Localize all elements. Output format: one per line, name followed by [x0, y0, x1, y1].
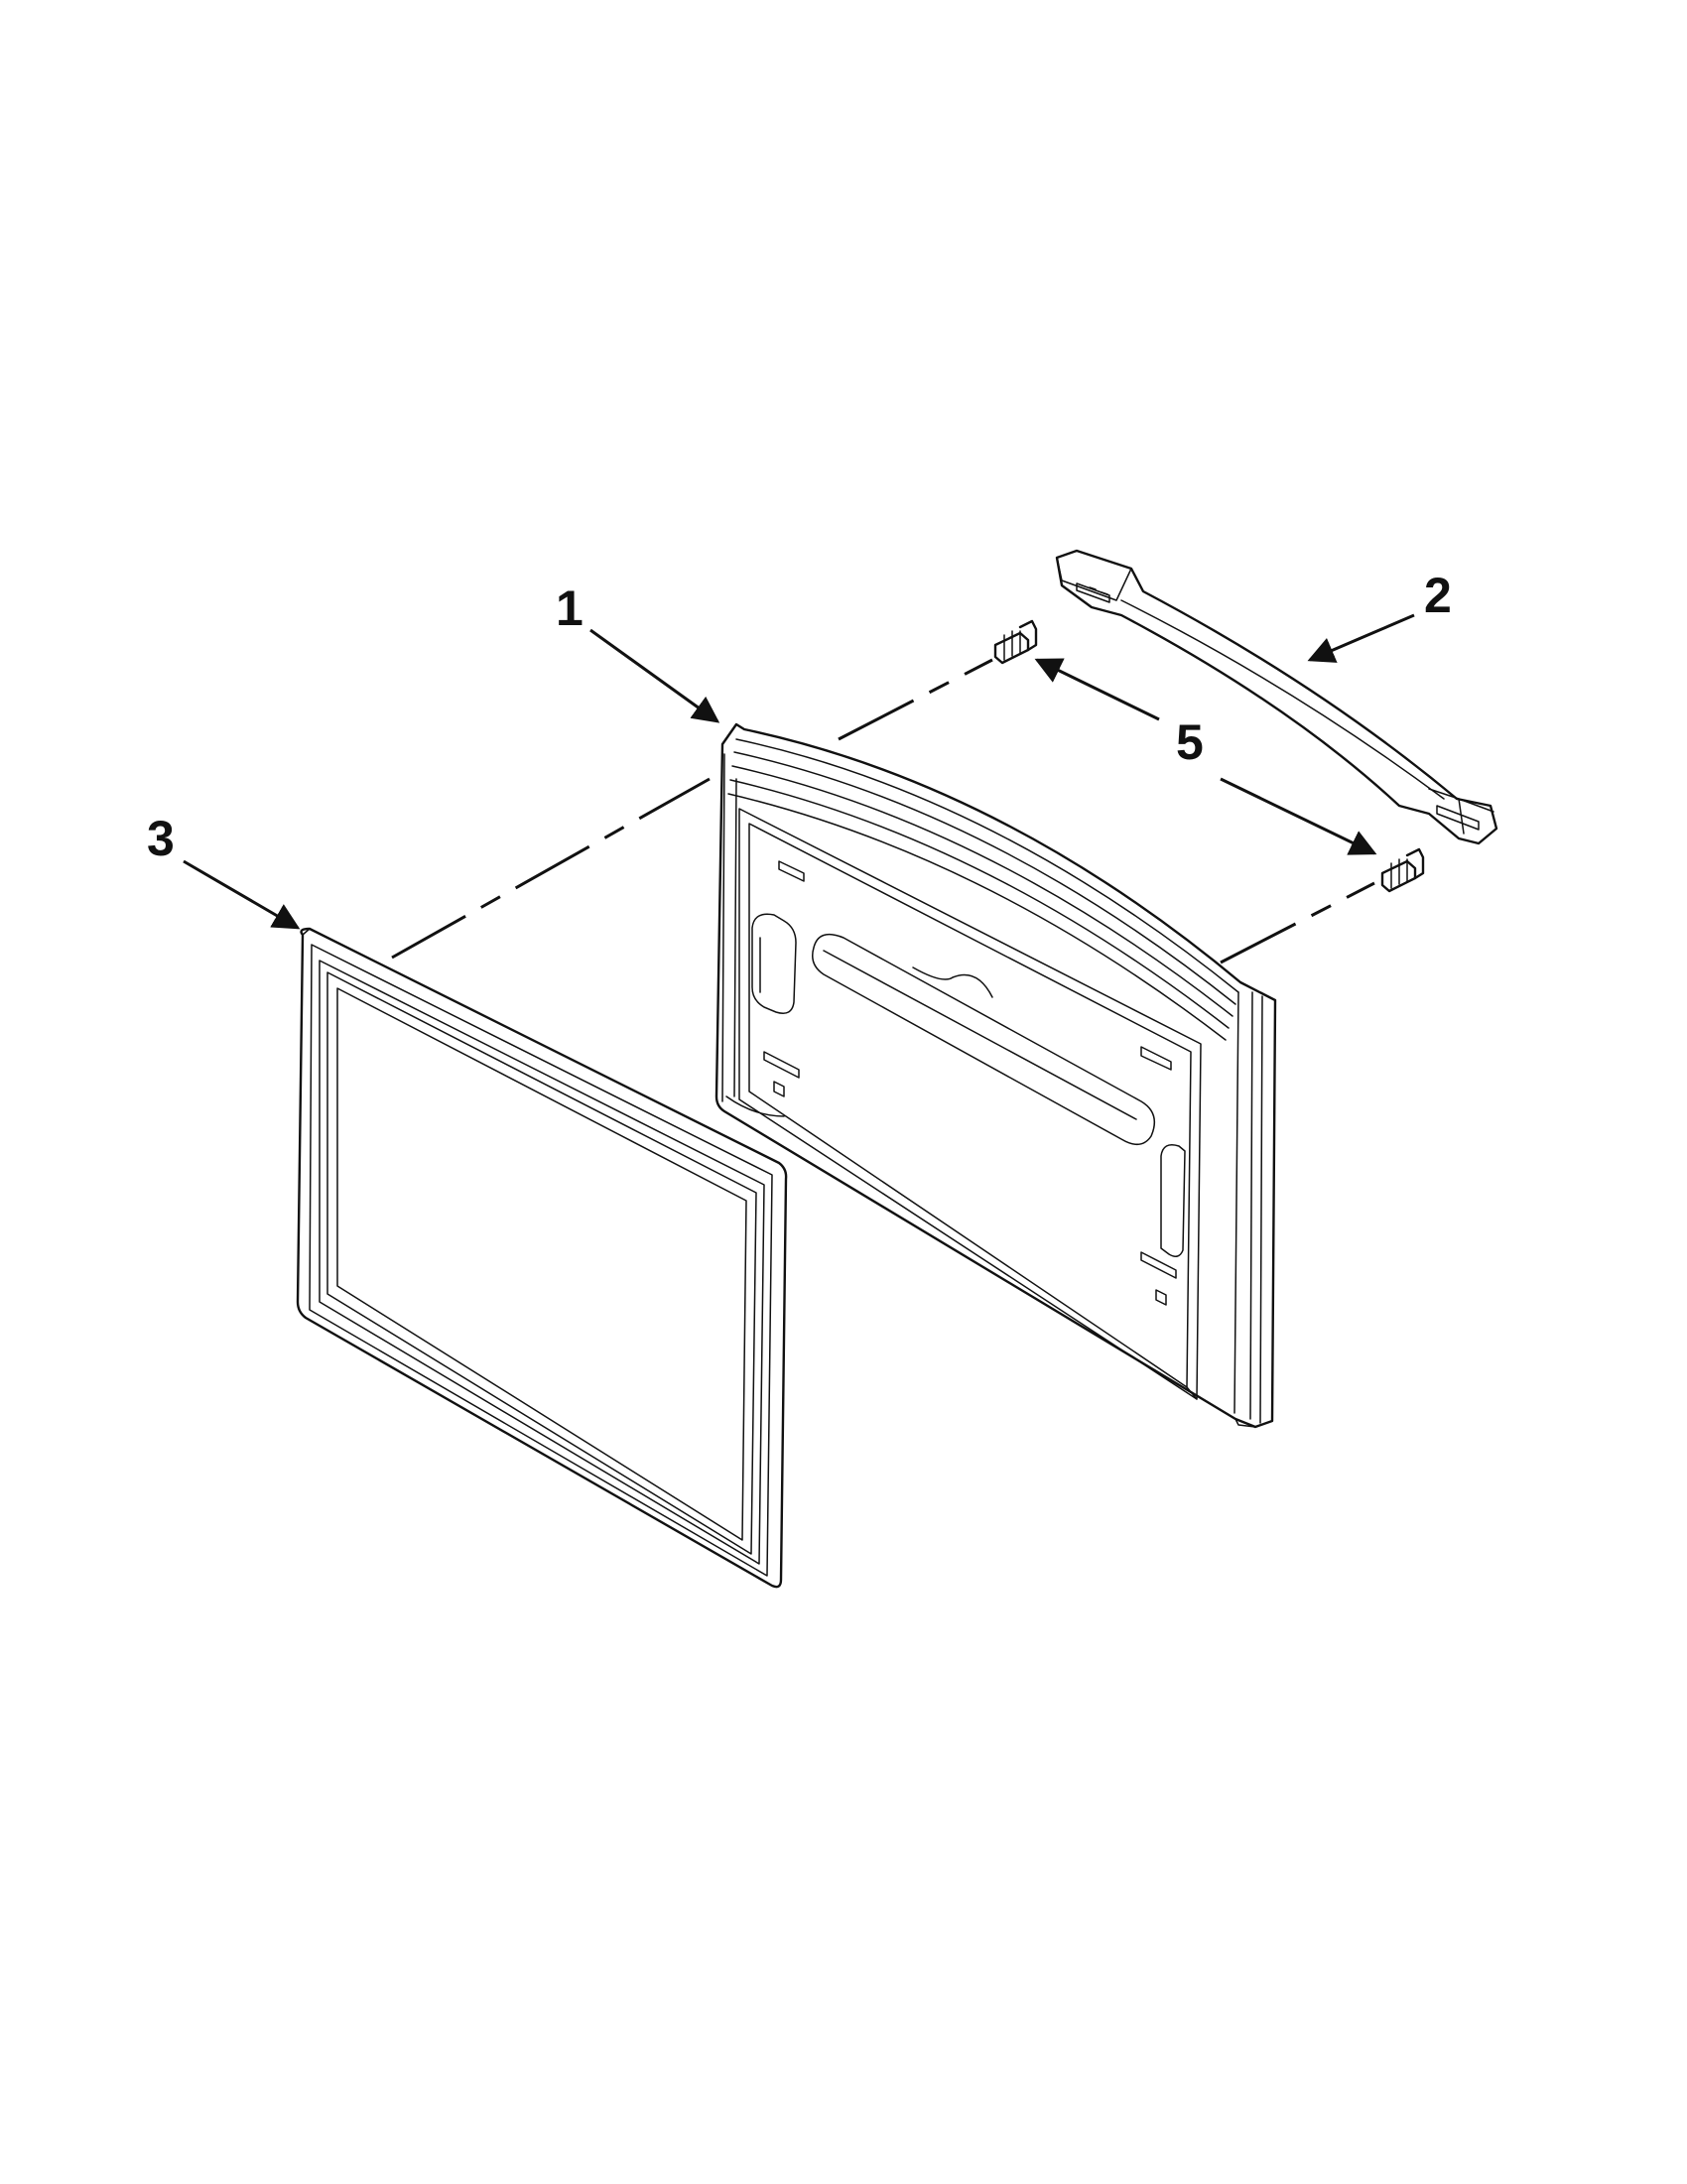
leader-lines: [183, 613, 1415, 930]
door-handle-part[interactable]: [1055, 549, 1498, 845]
freezer-door-part[interactable]: [714, 722, 1277, 1429]
callout-3: 3: [147, 811, 175, 866]
alignment-lines: [391, 658, 1375, 964]
handle-screw-lower[interactable]: [1380, 847, 1425, 893]
callout-5: 5: [1176, 714, 1204, 770]
handle-screw-upper[interactable]: [993, 619, 1038, 665]
callout-1: 1: [556, 580, 584, 636]
callout-2: 2: [1424, 568, 1452, 623]
door-gasket-part[interactable]: [296, 927, 788, 1589]
